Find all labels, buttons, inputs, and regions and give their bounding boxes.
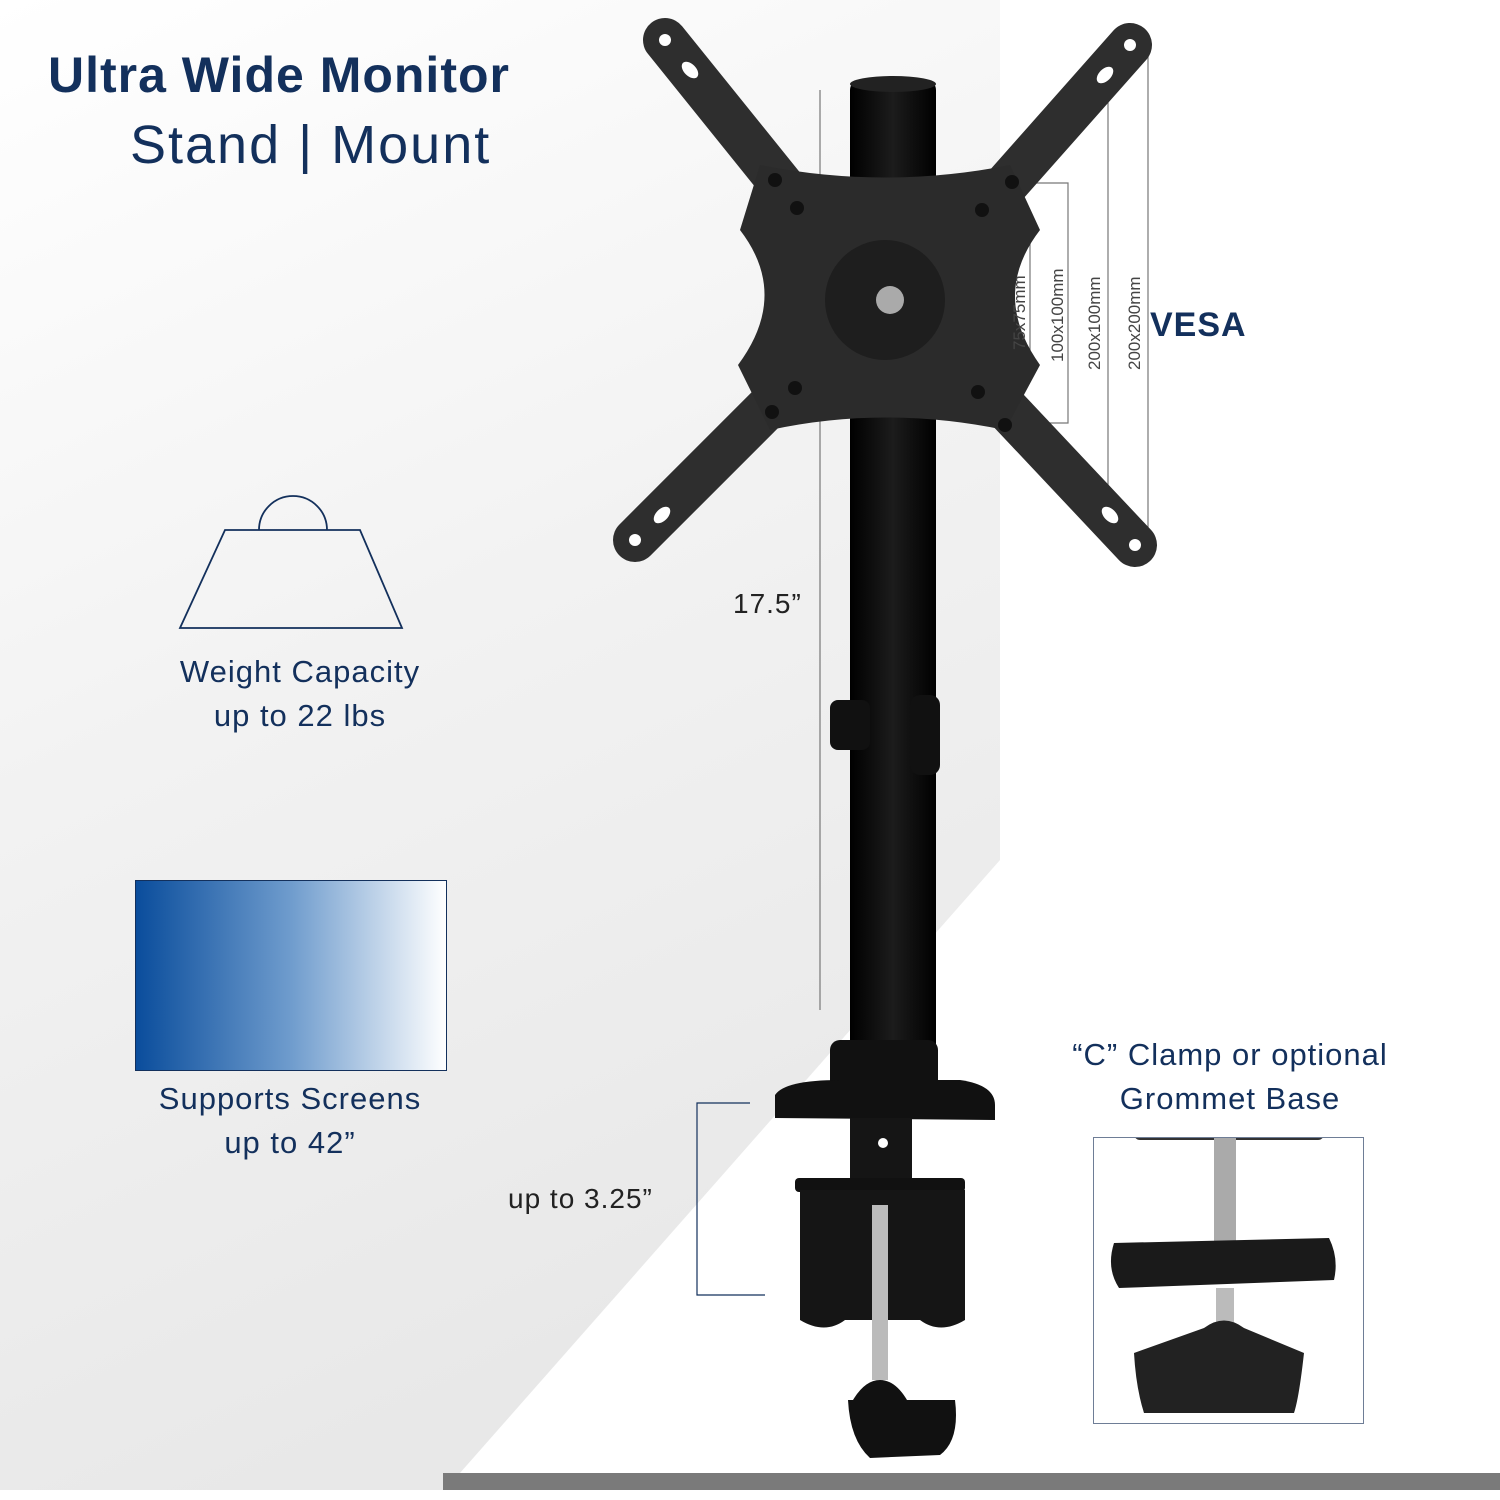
page-subtitle: Stand | Mount — [130, 115, 492, 175]
clamp-line2: Grommet Base — [1119, 1081, 1341, 1116]
clamp-dimension: up to 3.25” — [508, 1183, 653, 1214]
weight-line2: up to 22 lbs — [213, 698, 387, 733]
weight-icon — [178, 495, 404, 629]
vesa-size-200x200: 200x200mm — [1125, 276, 1144, 370]
vesa-size-100: 100x100mm — [1048, 268, 1067, 362]
vesa-label: VESA — [1150, 306, 1247, 344]
clamp-line1: “C” Clamp or optional — [1072, 1037, 1388, 1072]
weight-capacity-text: Weight Capacity up to 22 lbs — [120, 650, 480, 738]
vesa-size-75: 75x75mm — [1010, 275, 1029, 350]
screen-size-text: Supports Screens up to 42” — [100, 1077, 480, 1165]
bottom-bar — [443, 1473, 1500, 1490]
screen-gradient-icon — [135, 880, 447, 1071]
vesa-size-200x100: 200x100mm — [1085, 276, 1104, 370]
monitor-mount-illustration — [613, 18, 1157, 1458]
clamp-info-text: “C” Clamp or optional Grommet Base — [1010, 1033, 1450, 1121]
screens-line1: Supports Screens — [158, 1081, 422, 1116]
height-dimension: 17.5” — [733, 588, 802, 619]
grommet-base-illustration — [1110, 1138, 1336, 1413]
weight-line1: Weight Capacity — [179, 654, 421, 689]
screens-line2: up to 42” — [224, 1125, 356, 1160]
grommet-base-inset — [1093, 1137, 1364, 1424]
page-title: Ultra Wide Monitor — [48, 47, 510, 103]
